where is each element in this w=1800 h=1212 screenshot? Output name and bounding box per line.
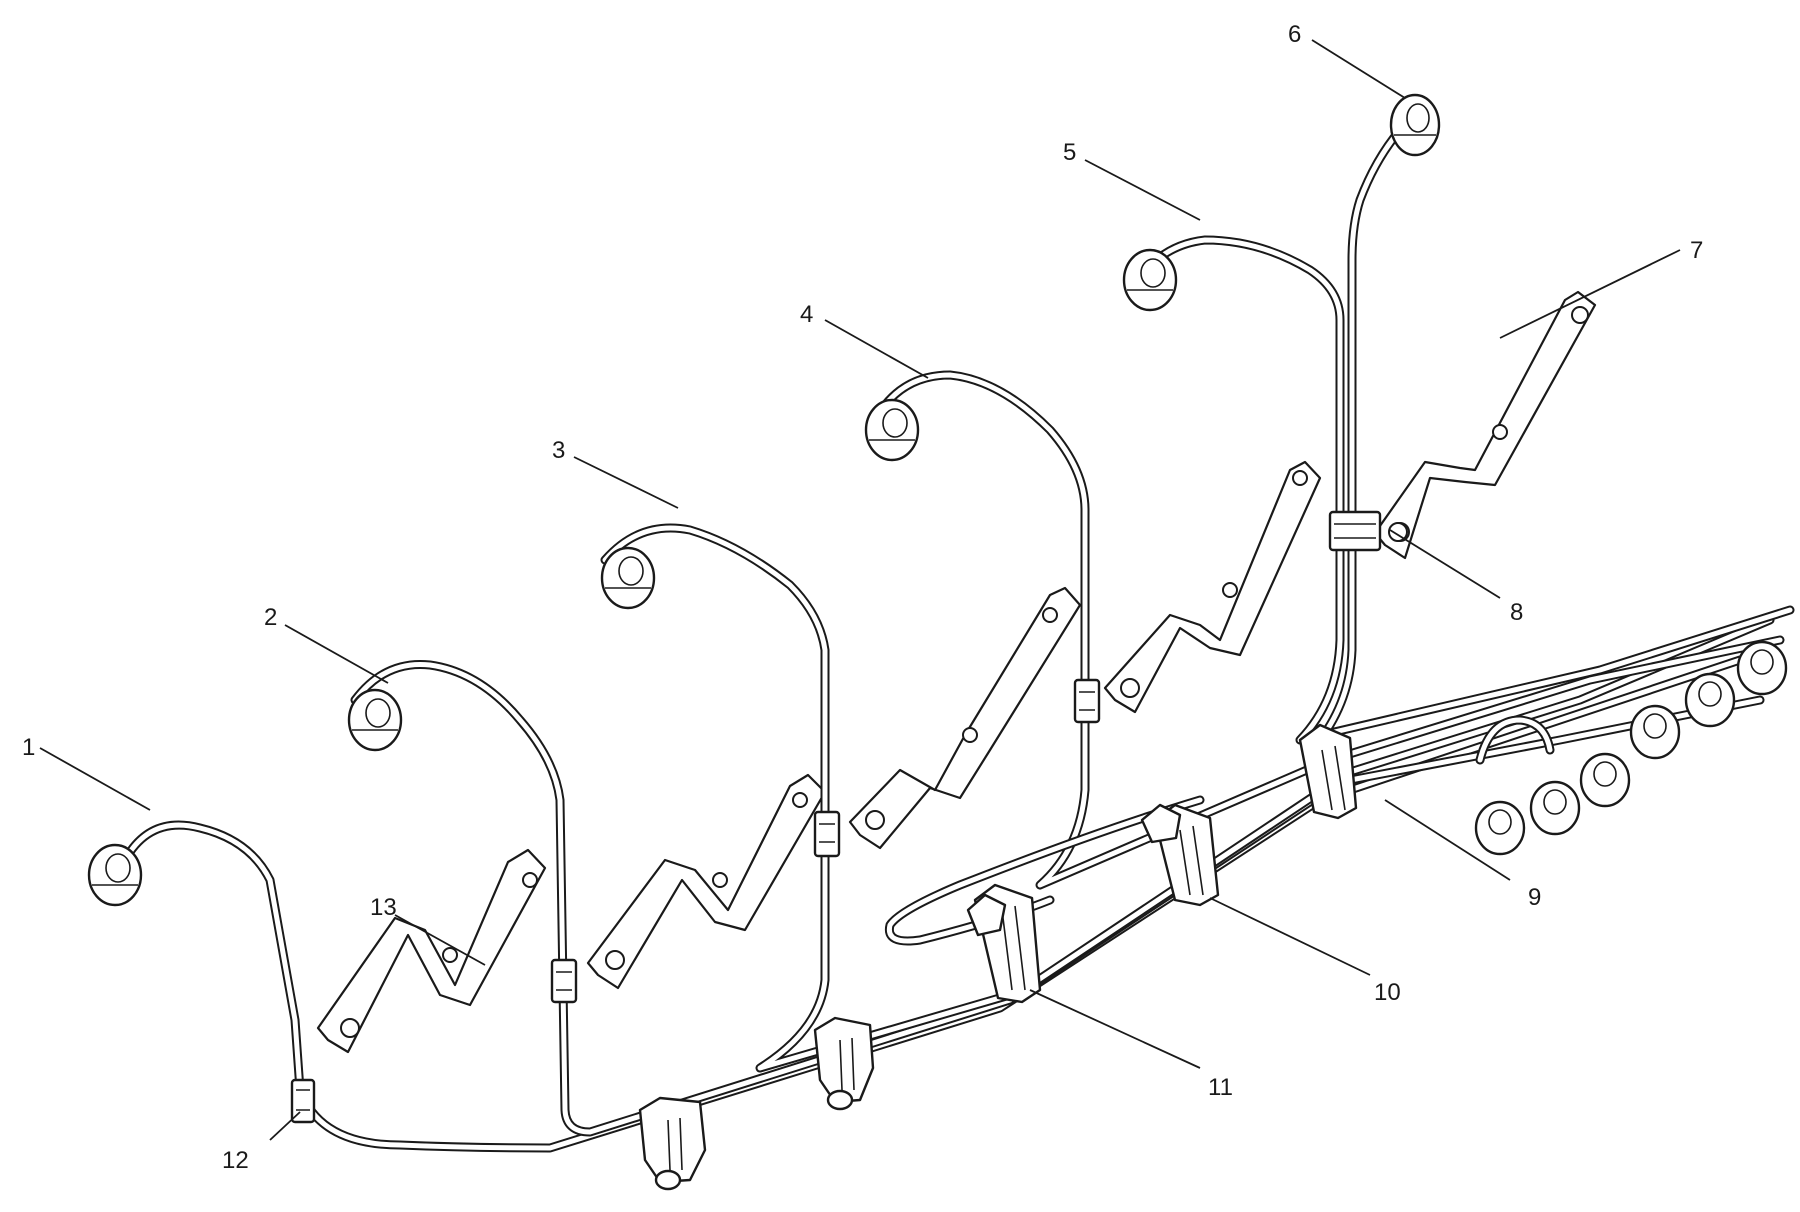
callout-1: 1 [22,734,35,761]
bundle-clamp-upper [1298,723,1358,820]
callout-6: 6 [1288,21,1301,48]
clamp-8 [1328,510,1408,552]
pipe-2 [350,659,1765,1137]
injector-nut-1 [87,843,143,907]
callout-11: 11 [1208,1074,1233,1101]
callout-7: 7 [1690,237,1703,264]
bracket-13 [316,848,547,1054]
injector-nut-6 [1389,93,1441,157]
bracket-2 [586,773,827,990]
callout-8: 8 [1510,599,1523,626]
clamp-pipe-3 [813,810,841,858]
callout-12: 12 [222,1147,249,1174]
injector-nut-5 [1122,248,1178,312]
callout-10: 10 [1374,979,1401,1006]
bracket-4 [1103,460,1322,714]
clamp-pipe-4 [1073,678,1101,724]
injector-nut-4 [864,398,920,462]
bracket-7 [1373,290,1597,560]
bundle-clamp-10 [1140,803,1220,907]
bracket-3 [848,586,1082,850]
callout-3: 3 [552,437,565,464]
callout-2: 2 [264,604,277,631]
pipe-3 [600,523,1775,1073]
leader-lines [39,39,1681,1141]
pump-end-nuts [1474,640,1788,856]
return-loop-pipe [884,795,1205,946]
injector-nut-3 [600,546,656,610]
bundle-clamp-11 [966,883,1042,1004]
bundle-clamp-lower-1 [638,1096,707,1191]
injector-nut-2 [347,688,403,752]
clamp-pipe-2 [550,958,578,1004]
clamp-12 [290,1078,316,1124]
pipe-5 [1130,235,1795,745]
pipe-6 [1315,125,1405,745]
callout-4: 4 [800,301,813,328]
callout-labels: 1 2 3 4 5 6 7 8 9 10 11 12 13 [22,21,1703,1174]
callout-13: 13 [370,894,397,921]
callout-9: 9 [1528,884,1541,911]
bundle-clamp-lower-2 [813,1016,875,1111]
callout-5: 5 [1063,139,1076,166]
